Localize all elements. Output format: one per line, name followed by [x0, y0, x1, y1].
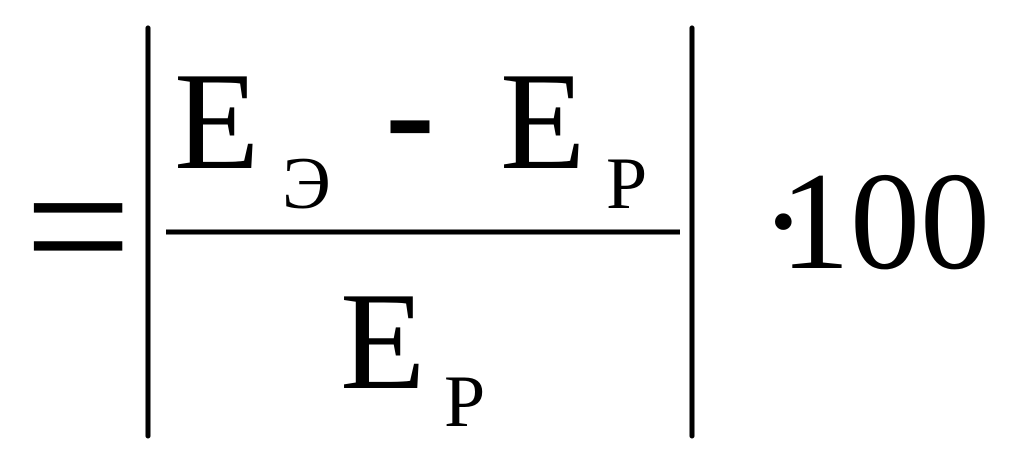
multiply-dot: ·: [760, 144, 807, 299]
factor-number: 100: [780, 144, 990, 299]
numerator-right-symbol: E: [500, 44, 586, 199]
denominator-symbol: E: [340, 264, 426, 419]
denominator: E Р: [340, 264, 485, 443]
numerator-right-subscript: Р: [606, 143, 647, 225]
numerator-left-subscript: Э: [282, 143, 331, 225]
equals-sign: =: [24, 122, 131, 332]
numerator-minus-sign: -: [385, 29, 435, 195]
numerator: E Э - E Р: [174, 29, 647, 225]
denominator-subscript: Р: [444, 361, 485, 443]
numerator-left-symbol: E: [174, 44, 260, 199]
